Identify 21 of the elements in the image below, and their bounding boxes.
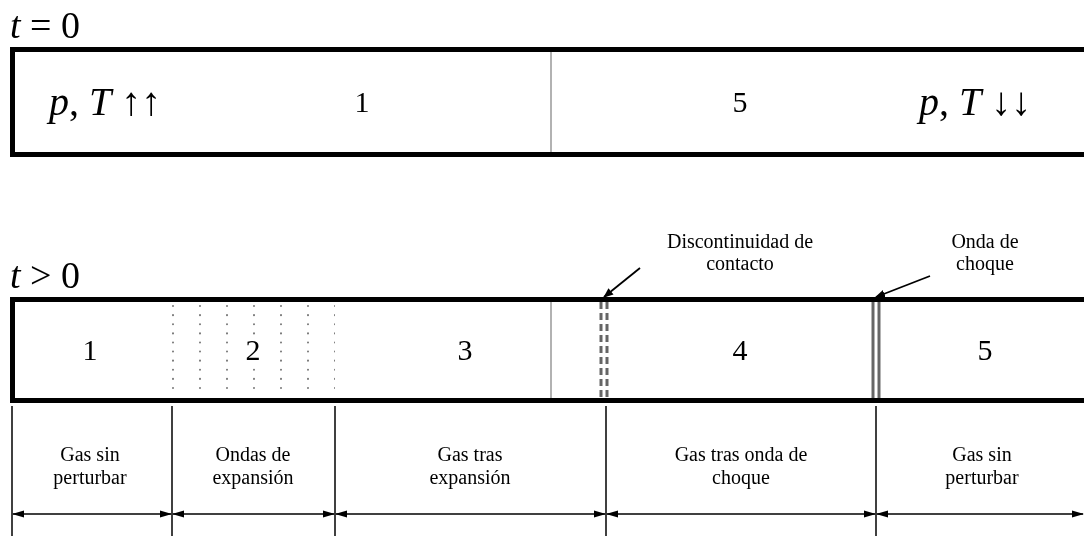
zone-label: Ondas de expansión: [211, 443, 295, 489]
zone-label: Gas sin perturbar: [944, 443, 1020, 489]
zone-label: Gas tras expansión: [428, 443, 512, 489]
contact-discontinuity-line: [598, 302, 610, 398]
region-label: p, T ↓↓: [916, 82, 1033, 122]
leader-arrow: [875, 275, 931, 298]
time-label: t = 0: [10, 6, 80, 44]
region-label: p, T ↑↑: [46, 82, 163, 122]
annotation-text: Onda de choque: [922, 230, 1048, 276]
region-label: 4: [731, 335, 749, 365]
region-label: 5: [731, 87, 749, 117]
region-label: 1: [353, 87, 371, 117]
zone-label: Gas tras onda de choque: [673, 443, 809, 489]
shock-wave-line: [870, 302, 882, 398]
region-label: 3: [456, 335, 474, 365]
leader-arrow: [603, 267, 641, 298]
time-label: t > 0: [10, 256, 80, 294]
region-label: 1: [81, 335, 99, 365]
annotation-text: Discontinuidad de contacto: [640, 230, 840, 276]
zone-label: Gas sin perturbar: [52, 443, 128, 489]
region-label: 5: [976, 335, 994, 365]
